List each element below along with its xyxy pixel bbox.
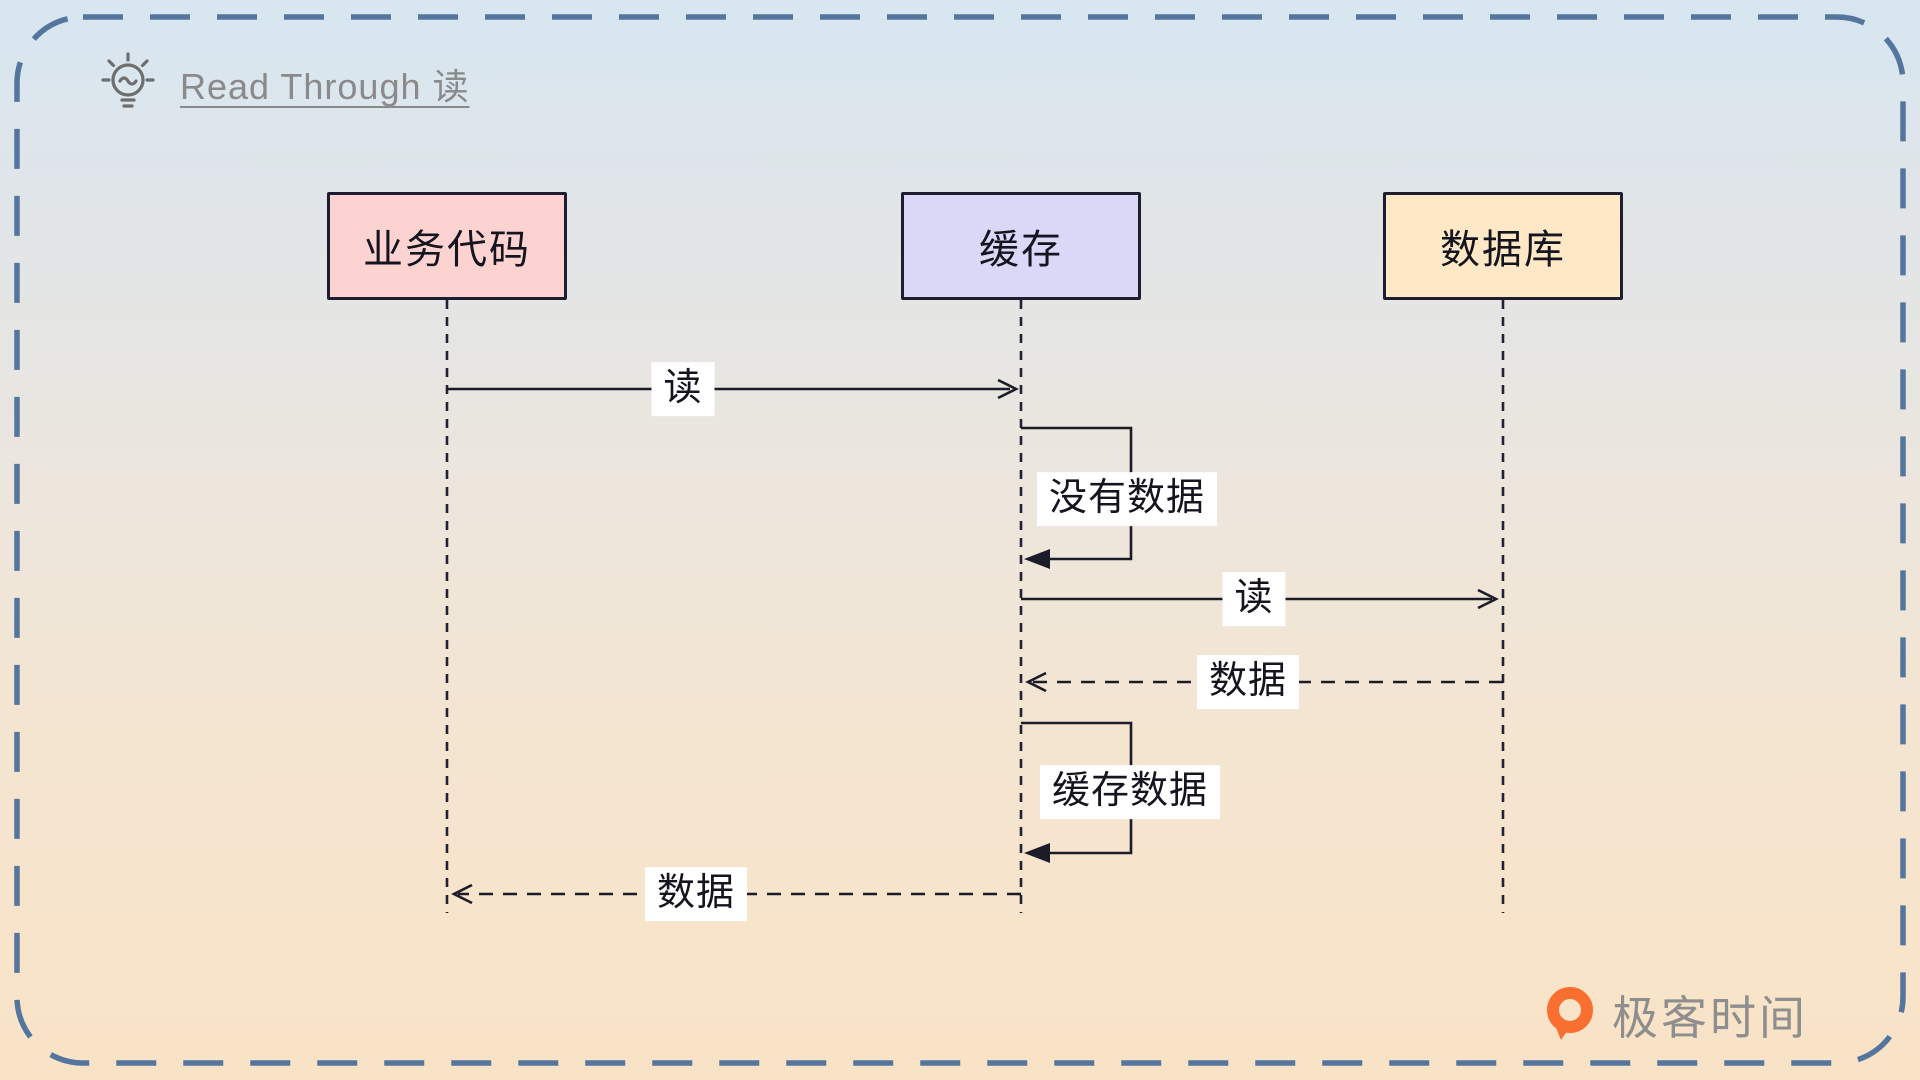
actor-business-code-label: 业务代码 bbox=[363, 228, 531, 272]
actor-business-code: 业务代码 bbox=[327, 192, 567, 300]
page-title: Read Through 读 bbox=[180, 66, 470, 107]
actor-cache: 缓存 bbox=[901, 192, 1141, 300]
actor-database: 数据库 bbox=[1383, 192, 1623, 300]
message-label-cache-data: 缓存数据 bbox=[1039, 765, 1221, 819]
actor-cache-label: 缓存 bbox=[979, 228, 1063, 272]
message-label-read-2: 读 bbox=[1222, 572, 1286, 626]
message-label-data-return-2: 数据 bbox=[644, 867, 748, 921]
brand-name: 极客时间 bbox=[1612, 992, 1808, 1044]
diagram-header: Read Through 读 bbox=[96, 48, 470, 120]
message-label-read-1: 读 bbox=[651, 362, 715, 416]
geektime-logo-icon bbox=[1547, 987, 1593, 1040]
brand-watermark: 极客时间 bbox=[1540, 982, 1808, 1048]
actor-database-label: 数据库 bbox=[1440, 228, 1566, 272]
message-label-data-return-1: 数据 bbox=[1196, 655, 1300, 709]
message-label-no-data: 没有数据 bbox=[1036, 472, 1218, 526]
lightbulb-icon bbox=[101, 52, 155, 108]
